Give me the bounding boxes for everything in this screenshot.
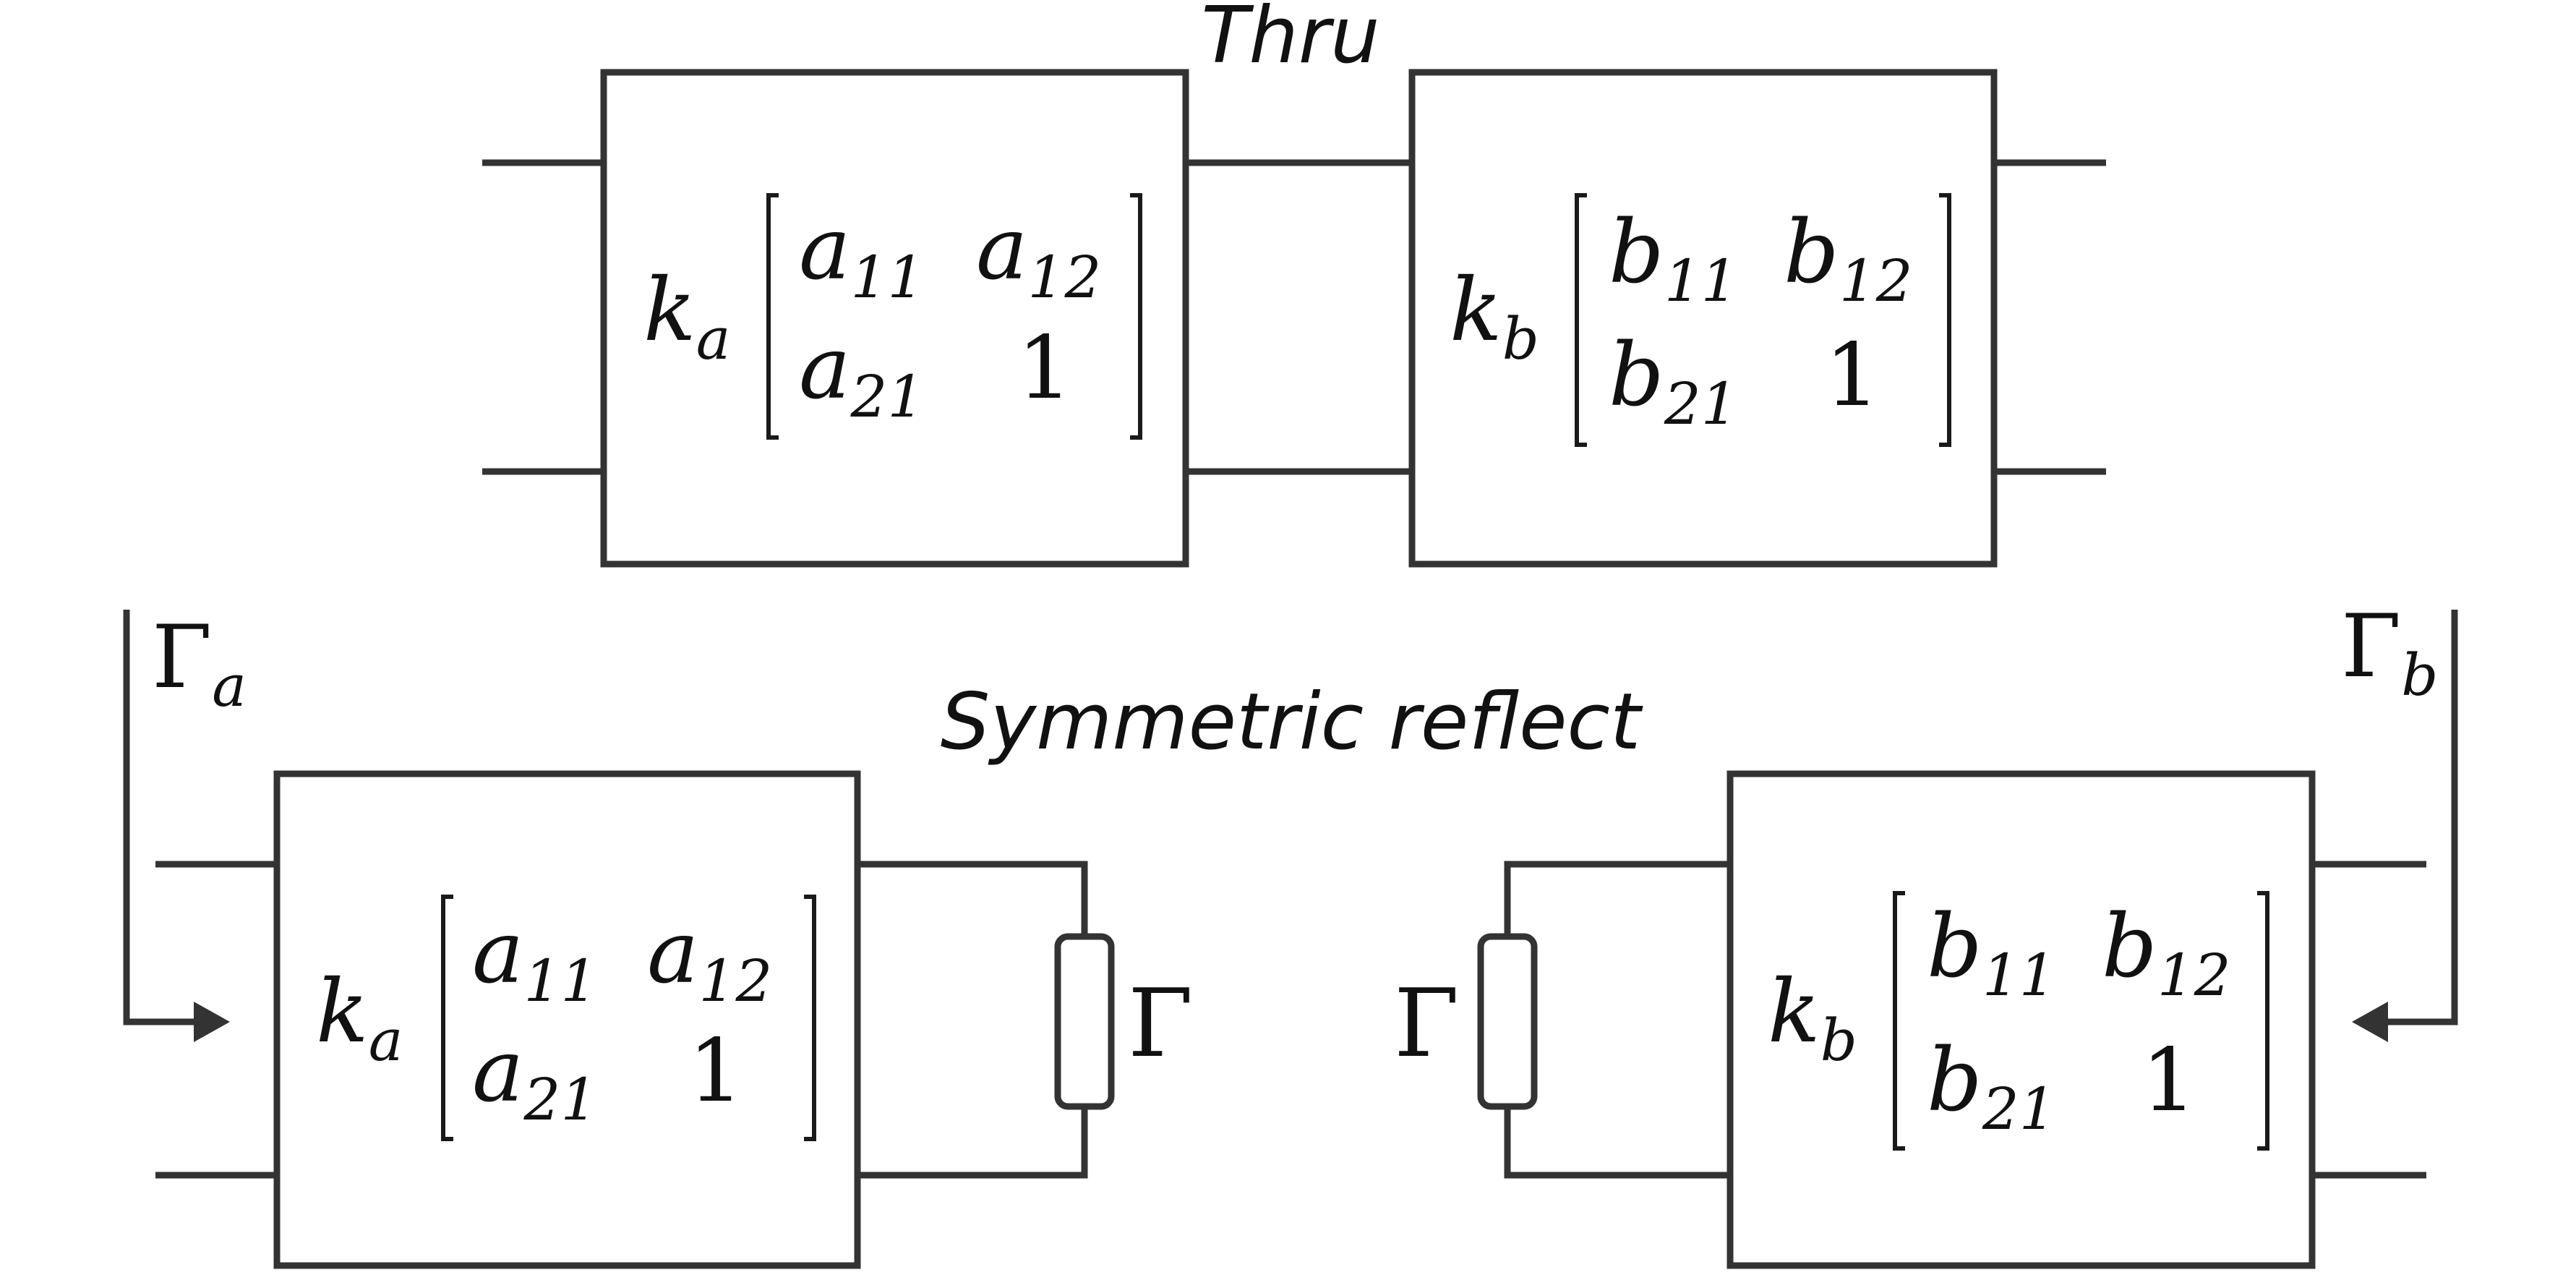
gamma-a-label: Γa: [152, 607, 247, 720]
gamma-b-label: Γb: [2341, 597, 2438, 709]
gamma-b-arrow: [2352, 610, 2458, 1042]
reflect-load-left-resistor-icon: [1054, 933, 1115, 1110]
reflect-b-m11: b11: [1927, 897, 2056, 1009]
thru-box-a: [600, 69, 1189, 568]
reflect-load-left-top-wire: [857, 861, 1088, 937]
reflect-load-right-gamma: Γ: [1394, 968, 1459, 1078]
reflect-box-b: [1726, 770, 2316, 1269]
thru-b-m22: 1: [1825, 325, 1880, 426]
thru-a-m12: a12: [976, 199, 1101, 311]
thru-b-left-bracket: [1575, 193, 1587, 447]
thru-network-b: kb b11 b12 b21 1: [1408, 69, 2106, 568]
thru-a-m11: a11: [799, 199, 924, 311]
reflect-caption: Symmetric reflect: [941, 677, 1643, 767]
thru-network-a: ka a11 a12 a21 1: [482, 69, 1189, 568]
gamma-a-arrow: [123, 610, 230, 1042]
reflect-a-scale-factor: ka: [316, 962, 403, 1074]
thru-a-right-bracket: [1130, 193, 1142, 440]
reflect-load-left-gamma: Γ: [1128, 968, 1193, 1078]
reflect-load-right: Γ: [1394, 861, 1730, 1179]
reflect-b-scale-factor: kb: [1768, 962, 1857, 1074]
thru-b-scale-factor: kb: [1450, 260, 1539, 372]
gamma-a-arrow-line: [123, 610, 194, 1025]
reflect-load-left-bottom-wire: [857, 1106, 1088, 1179]
thru-caption: Thru: [1201, 0, 1379, 81]
reflect-load-right-resistor-icon: [1477, 933, 1538, 1110]
thru-b-m12: b12: [1784, 202, 1913, 315]
reflect-a-left-bracket: [441, 895, 453, 1141]
thru-a-m21: a21: [799, 318, 924, 430]
reflect-a-m12: a12: [647, 903, 772, 1015]
reflect-network-a: ka a11 a12 a21 1: [155, 770, 861, 1269]
reflect-box-a: [273, 770, 861, 1269]
reflect-a-m11: a11: [472, 903, 597, 1015]
thru-box-b: [1408, 69, 1998, 568]
reflect-b-m22: 1: [2141, 1031, 2196, 1131]
thru-a-scale-factor: ka: [643, 260, 730, 372]
thru-a-m22: 1: [1017, 318, 1072, 419]
reflect-load-right-top-wire: [1504, 861, 1730, 937]
reflect-b-m12: b12: [2102, 897, 2231, 1009]
reflect-b-m21: b21: [1927, 1031, 2056, 1143]
reflect-a-m22: 1: [688, 1021, 743, 1122]
reflect-a-m21: a21: [472, 1021, 597, 1133]
reflect-load-right-bottom-wire: [1504, 1106, 1730, 1179]
gamma-b-arrowhead-icon: [2352, 1002, 2388, 1042]
reflect-a-right-bracket: [804, 895, 816, 1141]
gamma-b-arrow-line: [2388, 610, 2458, 1025]
gamma-a-arrowhead-icon: [194, 1002, 230, 1042]
thru-b-m21: b21: [1609, 325, 1738, 438]
thru-b-right-bracket: [1939, 193, 1951, 447]
reflect-b-left-bracket: [1893, 891, 1905, 1151]
reflect-network-b: kb b11 b12 b21 1: [1726, 770, 2426, 1269]
reflect-load-left: Γ: [857, 861, 1193, 1179]
reflect-b-right-bracket: [2257, 891, 2269, 1151]
thru-b-m11: b11: [1609, 202, 1738, 315]
thru-a-left-bracket: [766, 193, 779, 440]
